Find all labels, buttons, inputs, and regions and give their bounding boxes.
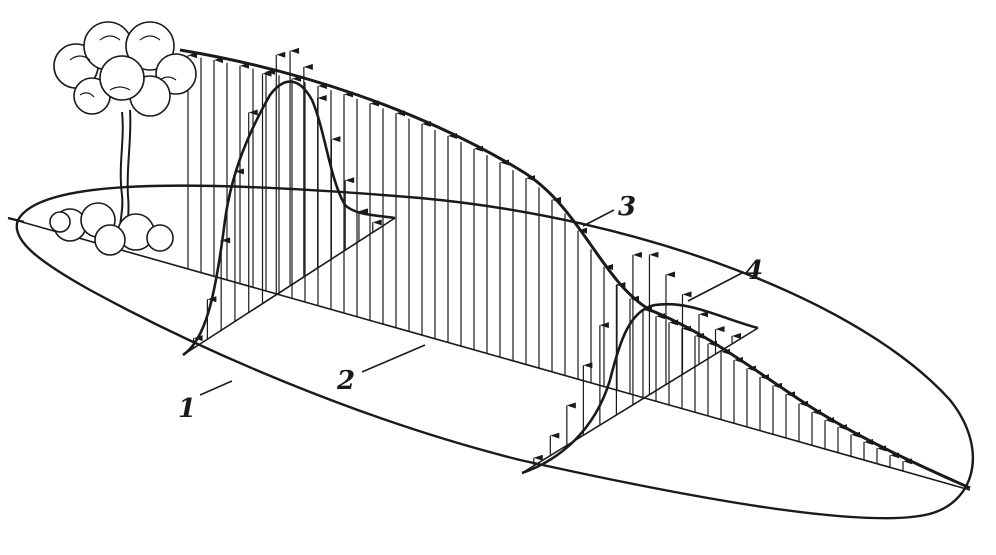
label-2: 2: [336, 366, 355, 396]
label-3: 3: [618, 192, 636, 222]
cross-section-lines: [182, 217, 759, 474]
cross-section-1-curve: [182, 80, 396, 357]
label-4: 4: [745, 256, 763, 286]
cross-section-2-arrows: [533, 251, 742, 466]
trace-axis: [21, 221, 971, 491]
longitudinal-arrows: [187, 52, 912, 472]
label-leaders: [199, 209, 745, 396]
longitudinal-profile-curve: [179, 48, 971, 490]
mushroom-cloud-icon: [49, 21, 197, 256]
cross-section-1-arrows: [193, 47, 382, 349]
ground-ellipse: [7, 184, 974, 520]
cross-section-2-curve: [521, 302, 759, 475]
label-1: 1: [178, 394, 196, 424]
